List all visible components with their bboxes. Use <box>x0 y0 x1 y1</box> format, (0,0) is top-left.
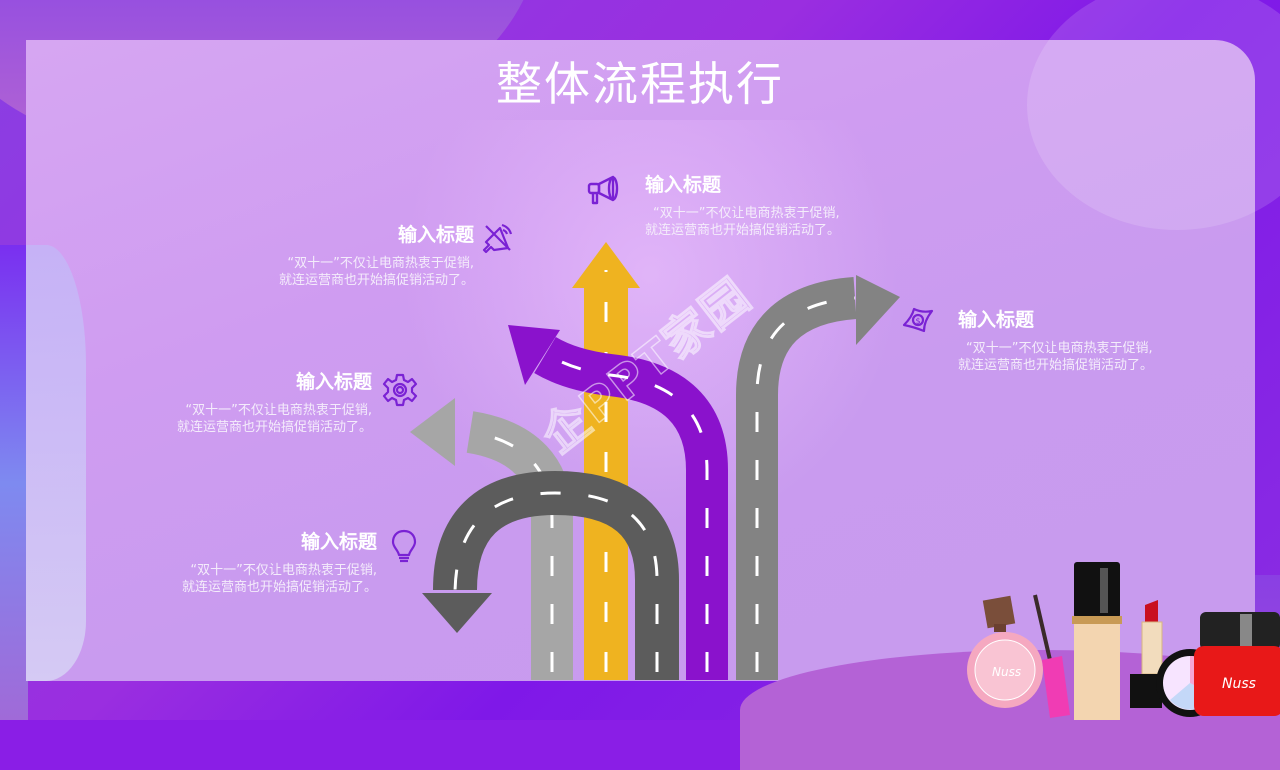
road-purple-left-arrow <box>508 325 728 680</box>
road-gray-right-arrow <box>736 275 900 680</box>
step-desc-line1: “双十一”不仅让电商热衷于促销, <box>185 403 372 418</box>
lipstick-icon <box>1130 600 1163 708</box>
speaker-muted-icon <box>480 220 516 256</box>
step-desc-line2: 就连运营商也开始搞促销活动了。 <box>645 223 841 238</box>
cosmetics-illustration: Nuss Nuss <box>967 562 1280 720</box>
svg-text:Nuss: Nuss <box>992 665 1021 679</box>
step-item-right: 输入标题 “双十一”不仅让电商热衷于促销, 就连运营商也开始搞促销活动了。 <box>958 305 1153 374</box>
perfume-bottle-icon: Nuss <box>967 595 1043 708</box>
step-title: 输入标题 <box>397 224 474 246</box>
step-desc-line2: 就连运营商也开始搞促销活动了。 <box>958 358 1154 373</box>
step-desc-line2: 就连运营商也开始搞促销活动了。 <box>176 420 372 435</box>
step-title: 输入标题 <box>645 174 722 196</box>
step-item-mid-left: 输入标题 “双十一”不仅让电商热衷于促销, 就连运营商也开始搞促销活动了。 <box>110 367 372 436</box>
step-item-upper-left: 输入标题 “双十一”不仅让电商热衷于促销, 就连运营商也开始搞促销活动了。 <box>212 220 474 289</box>
foundation-bottle-icon <box>1072 562 1122 720</box>
megaphone-icon <box>586 172 622 208</box>
step-title: 输入标题 <box>300 531 377 553</box>
step-item-top-center: 输入标题 “双十一”不仅让电商热衷于促销, 就连运营商也开始搞促销活动了。 <box>645 170 840 239</box>
step-desc-line2: 就连运营商也开始搞促销活动了。 <box>181 580 377 595</box>
step-title: 输入标题 <box>295 371 372 393</box>
cream-jar-icon: Nuss <box>1194 612 1280 716</box>
road-dark-gray-u-turn-arrow <box>422 470 679 680</box>
step-desc-line2: 就连运营商也开始搞促销活动了。 <box>278 273 474 288</box>
step-desc-line1: “双十一”不仅让电商热衷于促销, <box>287 256 474 271</box>
step-desc-line1: “双十一”不仅让电商热衷于促销, <box>966 341 1153 356</box>
step-item-lower-left: 输入标题 “双十一”不仅让电商热衷于促销, 就连运营商也开始搞促销活动了。 <box>115 527 377 596</box>
top-right-circle-decoration <box>1027 0 1280 230</box>
road-arrows-diagram <box>410 242 900 680</box>
road-yellow-up-arrow <box>572 242 640 680</box>
slide-title: 整体流程执行 <box>496 57 784 111</box>
gear-icon <box>382 372 418 408</box>
mascara-icon <box>1033 594 1070 718</box>
step-desc-line1: “双十一”不仅让电商热衷于促销, <box>190 563 377 578</box>
lightbulb-icon <box>386 528 422 564</box>
step-desc-line1: “双十一”不仅让电商热衷于促销, <box>653 206 840 221</box>
svg-text:Nuss: Nuss <box>1222 676 1256 692</box>
left-light-blob-decoration <box>26 245 86 681</box>
left-gradient-strip <box>0 245 28 720</box>
step-title: 输入标题 <box>958 309 1035 331</box>
svg-text:$: $ <box>916 317 921 326</box>
center-light-rays <box>380 120 920 560</box>
money-bill-icon: $ <box>900 303 936 339</box>
